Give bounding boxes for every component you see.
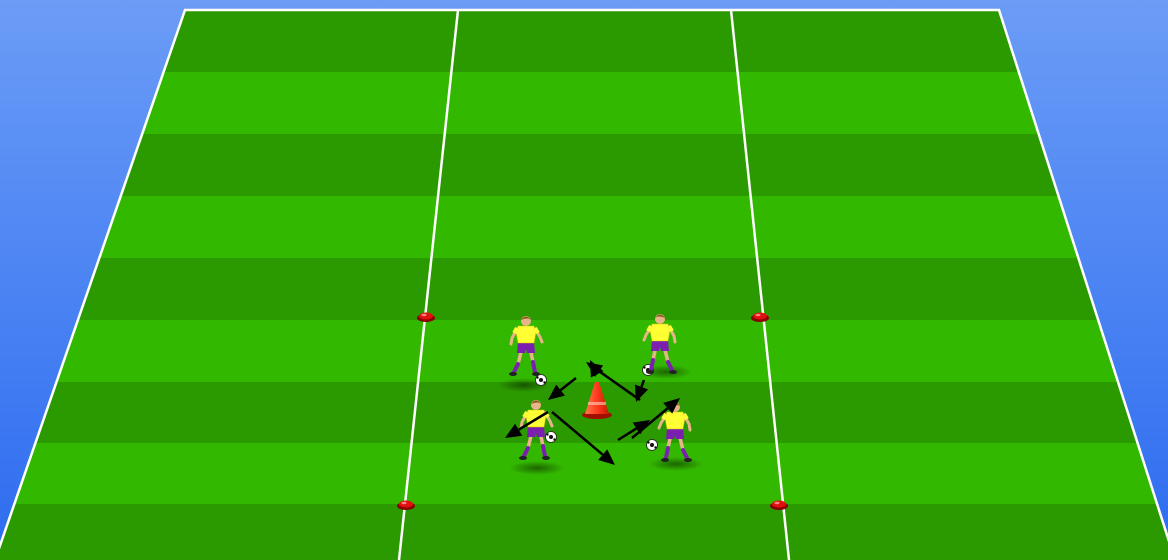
soccer-ball-icon — [536, 375, 547, 386]
grass-stripe — [78, 258, 1098, 320]
grass-stripe — [121, 134, 1059, 196]
grass-stripe — [164, 10, 1019, 72]
grass-stripe — [0, 504, 1168, 560]
player-shadow — [648, 457, 704, 471]
grass-stripe — [14, 443, 1157, 504]
soccer-ball-icon — [647, 440, 658, 451]
grass-stripe — [56, 320, 1118, 382]
pitch — [0, 10, 1168, 560]
player-shadow — [509, 461, 565, 475]
soccer-ball-icon — [546, 432, 557, 443]
grass-stripe — [99, 196, 1078, 258]
grass-stripe — [142, 72, 1039, 134]
